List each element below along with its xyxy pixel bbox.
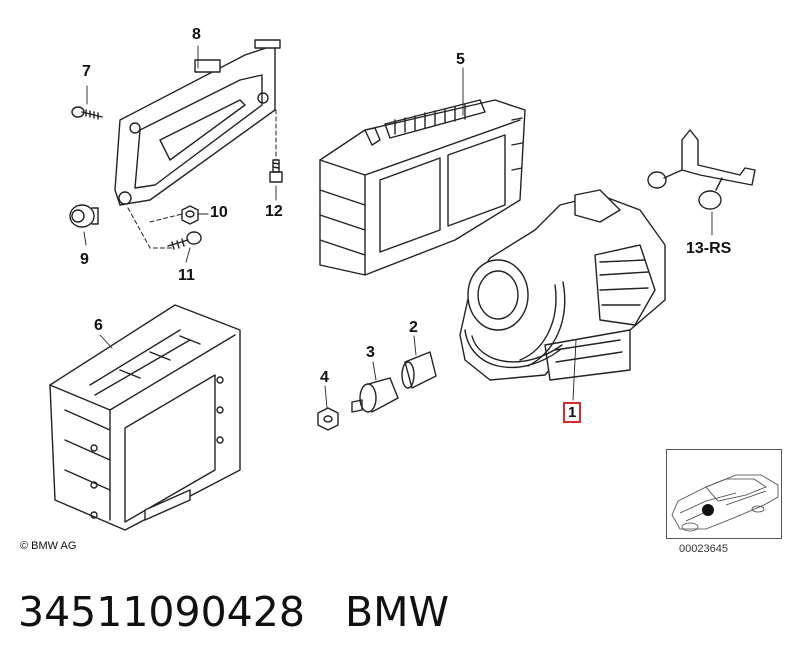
callout-6[interactable]: 6 <box>94 317 103 334</box>
hydraulic-unit-part <box>459 189 666 381</box>
module-bracket-part <box>49 304 241 531</box>
screw-part <box>71 106 103 120</box>
callout-3[interactable]: 3 <box>366 344 375 361</box>
connector-part <box>647 129 756 210</box>
tapping-screw-part <box>167 231 202 250</box>
reference-number: 00023645 <box>679 543 728 555</box>
callout-4[interactable]: 4 <box>320 369 329 386</box>
bracket-part <box>114 39 281 206</box>
brand-name: BMW <box>344 588 449 636</box>
bolt-part <box>269 159 283 183</box>
rubber-mount-part <box>351 377 399 413</box>
copyright-notice: © BMW AG <box>20 540 77 552</box>
callout-10[interactable]: 10 <box>210 204 228 221</box>
callout-5[interactable]: 5 <box>456 51 465 68</box>
bushing-part <box>401 351 437 389</box>
callout-9[interactable]: 9 <box>80 251 89 268</box>
callout-13-rs[interactable]: 13-RS <box>686 240 732 257</box>
callout-12[interactable]: 12 <box>265 203 283 220</box>
part-number: 34511090428 <box>18 588 305 636</box>
grommet-part <box>69 204 99 228</box>
location-marker-icon <box>702 504 714 516</box>
nut-part <box>181 205 199 225</box>
control-unit-part <box>319 99 526 276</box>
parts-diagram <box>49 39 756 531</box>
callout-11[interactable]: 11 <box>178 267 195 284</box>
flange-nut-part <box>317 407 339 431</box>
part-caption: 34511090428 BMW <box>18 588 449 636</box>
callout-8[interactable]: 8 <box>192 26 201 43</box>
callout-2[interactable]: 2 <box>409 319 418 336</box>
callout-7[interactable]: 7 <box>82 63 91 80</box>
vehicle-location-inset <box>666 449 782 539</box>
callout-1-highlighted[interactable]: 1 <box>563 402 582 423</box>
